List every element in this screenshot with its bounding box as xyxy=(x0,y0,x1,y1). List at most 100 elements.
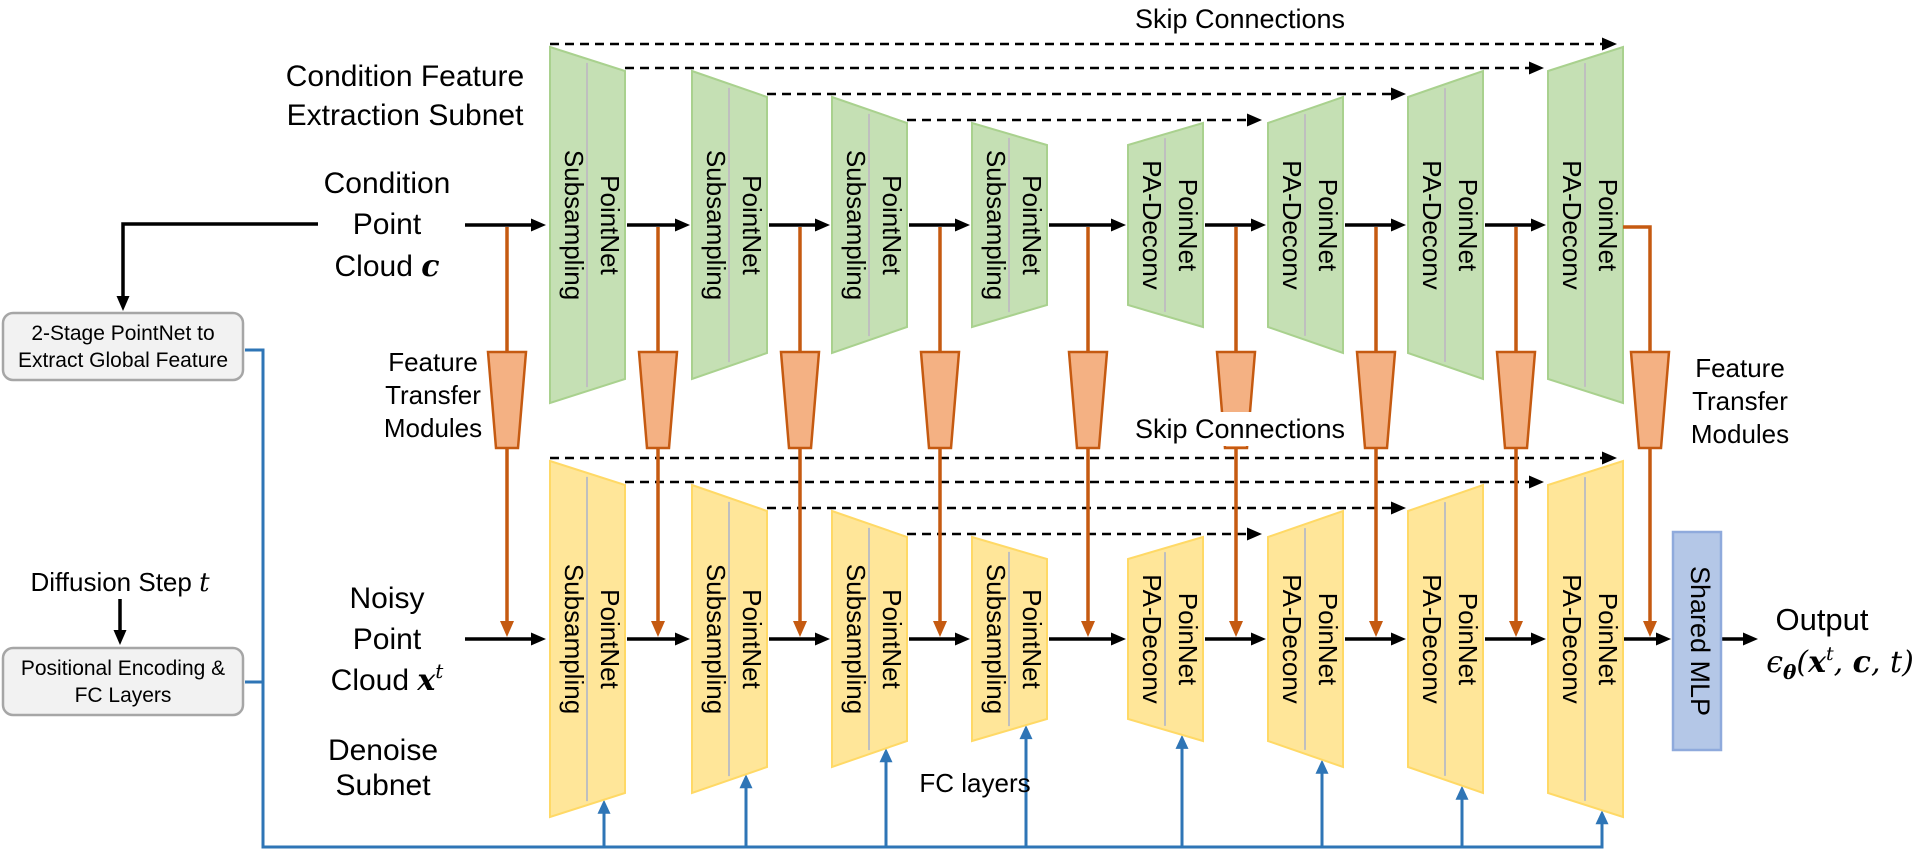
transfer-arrowhead-icon xyxy=(500,621,514,637)
svg-text:Output: Output xyxy=(1775,602,1868,637)
block-label-left: Subsampling xyxy=(701,150,731,300)
global-feature-bus xyxy=(245,348,1604,849)
block-label-right: PointNet xyxy=(877,175,907,275)
box-outline xyxy=(1,646,245,717)
data-flow-arrows xyxy=(118,222,1745,641)
arrowhead-icon xyxy=(1656,632,1671,646)
transfer-arrowhead-icon xyxy=(933,621,947,637)
block-label-right: PointNet xyxy=(1017,175,1047,275)
skip-arrowhead-icon xyxy=(1247,527,1262,541)
svg-text:Positional Encoding &: Positional Encoding & xyxy=(21,657,225,680)
arrowhead-icon xyxy=(1391,218,1406,232)
arrowhead-icon xyxy=(955,218,970,232)
skip-arrowhead-icon xyxy=(1529,475,1544,489)
svg-text:Noisy: Noisy xyxy=(349,582,424,615)
feature-transfer-module xyxy=(1495,227,1537,624)
block-label-right: PointNet xyxy=(595,589,625,689)
block-label-right: PoinNet xyxy=(1453,179,1483,272)
skip-connections-top-label: Skip Connections xyxy=(1135,4,1345,34)
svg-text:2-Stage PointNet to: 2-Stage PointNet to xyxy=(31,322,214,345)
feature-transfer-module xyxy=(779,227,821,624)
block-label-right: PointNet xyxy=(737,589,767,689)
block-label-right: PoinNet xyxy=(1173,593,1203,686)
global-feature-box: 2-Stage PointNet to Extract Global Featu… xyxy=(1,311,245,382)
transfer-funnel-icon xyxy=(1067,350,1109,450)
arrowhead-icon xyxy=(1251,218,1266,232)
arrowhead-icon xyxy=(1531,218,1546,232)
transfer-arrowhead-icon xyxy=(1643,621,1657,637)
block-label-left: Subsampling xyxy=(559,150,589,300)
svg-text:Feature: Feature xyxy=(1695,353,1785,383)
arrowhead-icon xyxy=(1391,632,1406,646)
svg-text:Modules: Modules xyxy=(1691,419,1789,449)
arrowhead-icon xyxy=(1531,632,1546,646)
svg-text:Feature: Feature xyxy=(388,347,478,377)
feature-transfer-module xyxy=(1623,225,1671,624)
transfer-funnel-icon xyxy=(486,350,528,450)
skip-arrowhead-icon xyxy=(1391,501,1406,515)
skip-arrowhead-icon xyxy=(1602,37,1617,51)
block-label-right: PointNet xyxy=(595,175,625,275)
feature-transfer-label-right: Feature Transfer Modules xyxy=(1691,353,1789,449)
skip-arrowhead-icon xyxy=(1391,87,1406,101)
block-label-left: PA-Deconv xyxy=(1137,574,1167,704)
arrowhead-icon xyxy=(815,218,830,232)
svg-text:Shared MLP: Shared MLP xyxy=(1685,566,1715,716)
svg-text:Denoise: Denoise xyxy=(328,734,438,767)
block-label-left: Subsampling xyxy=(981,564,1011,714)
arrowhead-icon xyxy=(597,799,611,814)
label-background xyxy=(1133,412,1347,446)
svg-text:Extract Global Feature: Extract Global Feature xyxy=(18,349,228,372)
block-label-left: Subsampling xyxy=(841,564,871,714)
block-label-left: PA-Deconv xyxy=(1277,574,1307,704)
fc-layers-label: FC layers xyxy=(919,768,1030,798)
arrowhead-icon xyxy=(1111,632,1126,646)
positional-encoding-box: Positional Encoding & FC Layers xyxy=(1,646,245,717)
arrowhead-icon xyxy=(1743,632,1758,646)
arrowhead-icon xyxy=(1455,785,1469,800)
svg-text:Point: Point xyxy=(353,623,422,656)
transfer-arrowhead-icon xyxy=(1229,621,1243,637)
block-label-left: Subsampling xyxy=(981,150,1011,300)
arrowhead-icon xyxy=(116,296,130,311)
block-label-left: Subsampling xyxy=(701,564,731,714)
transfer-funnel-icon xyxy=(637,350,679,450)
svg-text:Extraction Subnet: Extraction Subnet xyxy=(287,99,524,132)
condition-input-label: Condition Point Cloud c xyxy=(324,167,451,284)
transfer-funnel-icon xyxy=(1629,350,1671,450)
block-label-right: PoinNet xyxy=(1453,593,1483,686)
transfer-arrowhead-icon xyxy=(1509,621,1523,637)
arrowhead-icon xyxy=(1315,759,1329,774)
feature-transfer-module xyxy=(637,227,679,624)
block-label-left: PA-Deconv xyxy=(1277,160,1307,290)
block-label-left: Subsampling xyxy=(559,564,589,714)
block-label-left: PA-Deconv xyxy=(1417,160,1447,290)
transfer-arrowhead-icon xyxy=(793,621,807,637)
block-label-right: PoinNet xyxy=(1173,179,1203,272)
transfer-arrowhead-icon xyxy=(651,621,665,637)
arrowhead-icon xyxy=(1019,725,1033,740)
diffusion-step-label: Diffusion Step t xyxy=(30,567,210,598)
svg-text:Condition Feature: Condition Feature xyxy=(286,60,524,93)
shared-mlp-box xyxy=(1671,530,1723,752)
block-label-left: PA-Deconv xyxy=(1417,574,1447,704)
skip-connections xyxy=(550,42,1604,536)
feature-transfer-module xyxy=(486,227,528,624)
svg-text:Transfer: Transfer xyxy=(385,380,481,410)
arrowhead-icon xyxy=(879,748,893,763)
svg-text:Transfer: Transfer xyxy=(1692,386,1788,416)
feature-transfer-module xyxy=(1067,227,1109,624)
